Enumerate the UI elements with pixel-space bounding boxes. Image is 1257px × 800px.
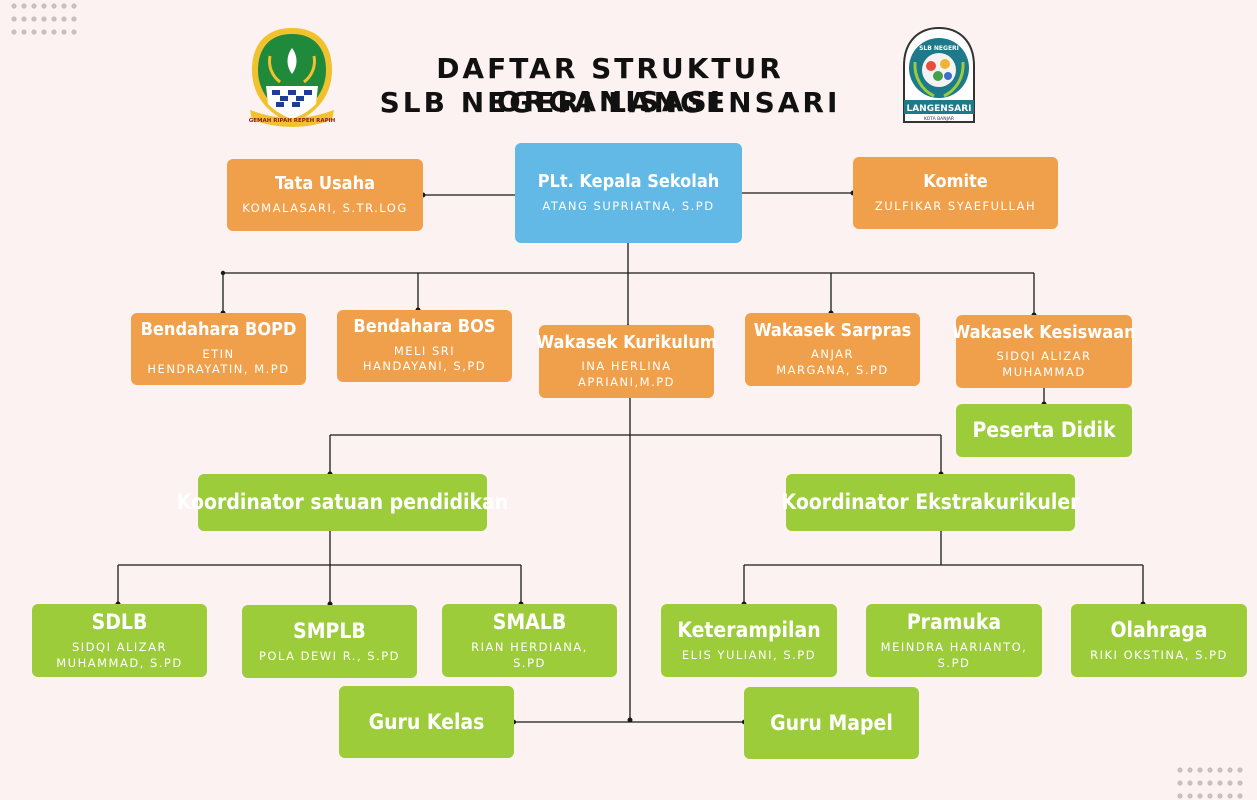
slb-negeri-langensari-logo-icon: SLB NEGERI LANGENSARI KOTA BANJAR [903,26,975,123]
logo-school-name: LANGENSARI [906,104,971,114]
decorative-dots-bottom-right [1177,767,1243,799]
node-guru-kelas: Guru Kelas [339,686,514,758]
node-title: SMALB [492,609,567,634]
node-title: Peserta Didik [972,418,1116,443]
node-title: SDLB [91,609,148,634]
node-person-line-1: SIDQI ALIZAR [996,349,1092,364]
node-koordinator-satuan-pendidikan: Koordinator satuan pendidikan [177,474,508,531]
node-person-line-2: HENDRAYATIN, M.PD [147,362,290,377]
node-person: MEINDRA HARIANTO,S.PD [881,640,1028,671]
page-title-line-2: SLB NEGERI LANGENSARI [379,86,841,119]
node-person-line-1: SIDQI ALIZAR [71,640,168,655]
node-person: ELIS YULIANI, S.PD [681,647,817,662]
node-person-line-1: RIAN HERDIANA, [471,640,588,655]
node-title: Koordinator Ekstrakurikuler [781,490,1080,515]
page-title-line-1: DAFTAR STRUKTUR ORGANISASI [436,52,784,118]
node-person-line-1: ANJAR [810,347,855,362]
node-title: Bendahara BOPD [140,319,297,341]
jawa-barat-emblem-icon: GEMAH RIPAH REPEH RAPIH [249,28,336,127]
node-person-line-2: MUHAMMAD, S.PD [56,655,183,670]
node-person-line-1: MEINDRA HARIANTO, [880,640,1028,655]
node-title: Olahraga [1110,617,1208,642]
node-kepala-sekolah: PLt. Kepala Sekolah ATANG SUPRIATNA, S.P… [515,143,742,243]
node-person: RIAN HERDIANA,S.PD [471,640,588,671]
node-person-line-2: S.PD [937,655,971,670]
node-title: Keterampilan [677,617,821,642]
node-person: KOMALASARI, S.TR.LOG [242,200,408,215]
node-title: Guru Kelas [368,709,485,734]
node-person-line-2: MARGANA, S.PD [776,362,889,377]
node-person-line-2: APRIANI,M.PD [577,374,676,389]
node-smplb: SMPLB POLA DEWI R., S.PD [242,605,417,678]
node-title: Komite [923,170,988,192]
node-person-line-2: HANDAYANI, S,PD [362,359,487,374]
node-komite: Komite ZULFIKAR SYAEFULLAH [853,157,1058,229]
node-koordinator-ekstrakurikuler: Koordinator Ekstrakurikuler [782,474,1079,531]
node-person-line-2: MUHAMMAD [1002,364,1086,379]
node-person: ATANG SUPRIATNA, S.PD [542,198,715,213]
node-person: ZULFIKAR SYAEFULLAH [874,198,1037,213]
node-peserta-didik: Peserta Didik [956,404,1132,457]
node-smalb: SMALB RIAN HERDIANA,S.PD [442,604,617,677]
node-title: Wakasek Kesiswaan [952,321,1136,343]
node-person: POLA DEWI R., S.PD [258,648,400,663]
node-title: Koordinator satuan pendidikan [176,490,509,515]
node-keterampilan: Keterampilan ELIS YULIANI, S.PD [661,604,837,677]
node-olahraga: Olahraga RIKI OKSTINA, S.PD [1071,604,1247,677]
node-title: Wakasek Sarpras [753,319,912,341]
logo-top-text: SLB NEGERI [919,45,959,52]
node-title: Wakasek Kurikulum [536,331,717,353]
logo-city-text: KOTA BANJAR [924,116,954,122]
node-person: RIKI OKSTINA, S.PD [1090,647,1228,662]
node-tata-usaha: Tata Usaha KOMALASARI, S.TR.LOG [227,159,423,231]
node-title: Bendahara BOS [353,316,496,338]
decorative-dots-top-left [11,3,77,35]
node-title: SMPLB [293,618,366,643]
node-title: Tata Usaha [274,172,376,194]
node-title: Pramuka [906,609,1002,634]
node-pramuka: Pramuka MEINDRA HARIANTO,S.PD [866,604,1042,677]
node-title: Guru Mapel [770,710,893,735]
node-person-line-1: INA HERLINA [581,359,672,374]
node-guru-mapel: Guru Mapel [744,687,919,759]
node-person-line-1: ETIN [202,346,235,361]
node-person-line-1: MELI SRI [393,343,456,358]
emblem-banner-text: GEMAH RIPAH REPEH RAPIH [249,118,336,124]
node-person-line-2: S.PD [513,655,546,670]
node-title: PLt. Kepala Sekolah [537,170,720,192]
